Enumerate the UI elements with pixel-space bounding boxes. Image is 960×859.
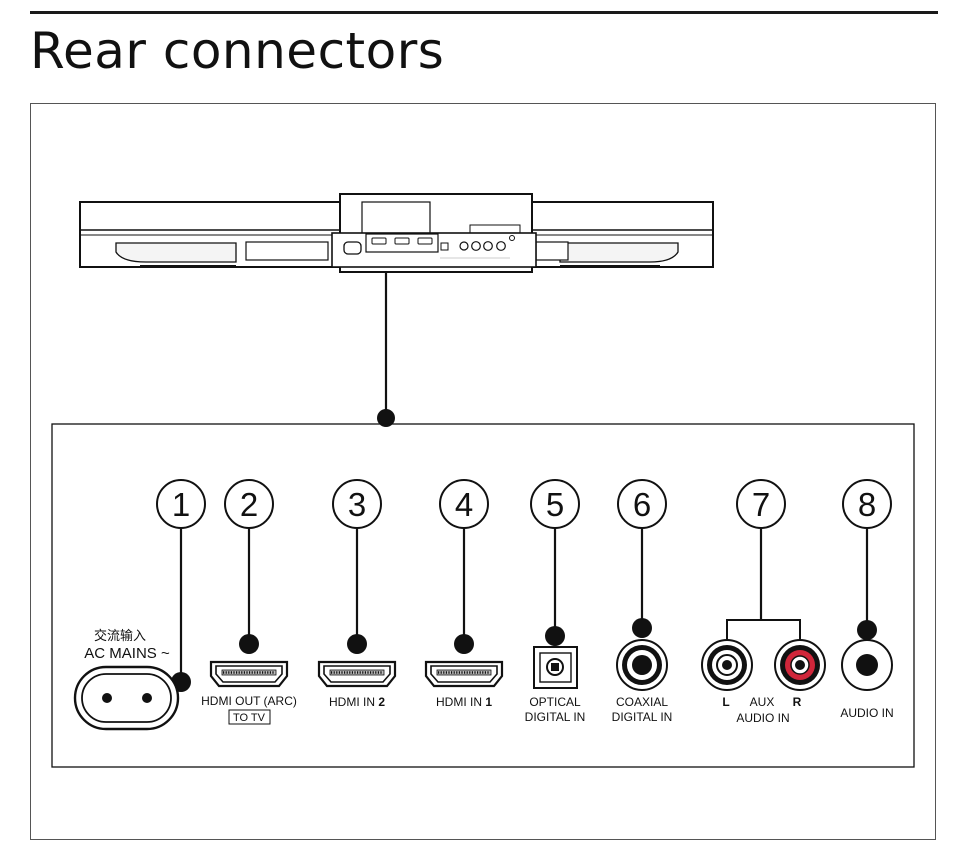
connector-label-6-line-1: COAXIAL <box>616 695 668 709</box>
coaxial-jack-icon <box>616 639 668 691</box>
leader-dot <box>377 409 395 427</box>
connector-label-8: AUDIO IN <box>840 706 893 720</box>
connector-label-6-line-2: DIGITAL IN <box>612 710 673 724</box>
callout-number: 3 <box>348 486 366 523</box>
optical-port-icon <box>533 646 578 689</box>
connector-label-4: HDMI IN 1 <box>436 695 492 709</box>
connector-label-1-line-2: AC MAINS ~ <box>84 645 170 662</box>
callout-number: 1 <box>172 486 190 523</box>
rca-jack-icon <box>701 639 753 691</box>
connector-label-7-line-2: AUDIO IN <box>736 711 789 725</box>
callout-number: 5 <box>546 486 564 523</box>
soundbar-overview <box>79 193 714 273</box>
detail-panel <box>51 423 915 768</box>
connector-6-coaxial: 6 COAXIAL DIGITAL IN <box>612 479 673 724</box>
connector-label-3: HDMI IN 2 <box>329 695 385 709</box>
connector-1-ac-mains: 1 交流输入 AC MAINS ~ <box>73 479 206 731</box>
connector-3-hdmi-in-2: 3 HDMI IN 2 <box>317 479 397 709</box>
callout-number: 6 <box>633 486 651 523</box>
top-rule <box>30 11 938 14</box>
page-title: Rear connectors <box>30 22 445 80</box>
ac-mains-socket-icon <box>73 665 180 731</box>
connector-label-5-line-1: OPTICAL <box>529 695 581 709</box>
figure-frame <box>30 103 936 840</box>
hdmi-port-icon <box>424 660 504 688</box>
connector-5-optical: 5 OPTICAL DIGITAL IN <box>525 479 586 724</box>
connector-label-5-line-2: DIGITAL IN <box>525 710 586 724</box>
rca-jack-right-icon <box>774 639 826 691</box>
callout-number: 7 <box>752 486 770 523</box>
connector-2-hdmi-out: 2 HDMI OUT (ARC) TO TV <box>201 479 297 725</box>
callout-number: 4 <box>455 486 473 523</box>
connector-8-audio-in: 8 AUDIO IN <box>840 479 894 720</box>
callout-number: 2 <box>240 486 258 523</box>
aux-right-mark: R <box>793 695 802 709</box>
hdmi-port-icon <box>317 660 397 688</box>
connector-7-aux-audio-in: 7 L AUX R AUDIO IN <box>701 479 826 725</box>
aux-left-mark: L <box>722 695 729 709</box>
connector-label-2-line-2: TO TV <box>233 712 266 724</box>
hdmi-port-icon <box>209 660 289 688</box>
callout-number: 8 <box>858 486 876 523</box>
connector-4-hdmi-in-1: 4 HDMI IN 1 <box>424 479 504 709</box>
audio-jack-icon <box>841 639 893 691</box>
connector-label-2-line-1: HDMI OUT (ARC) <box>201 694 297 708</box>
connector-label-1-line-1: 交流输入 <box>94 628 146 643</box>
connector-label-7-line-1: AUX <box>750 695 775 709</box>
